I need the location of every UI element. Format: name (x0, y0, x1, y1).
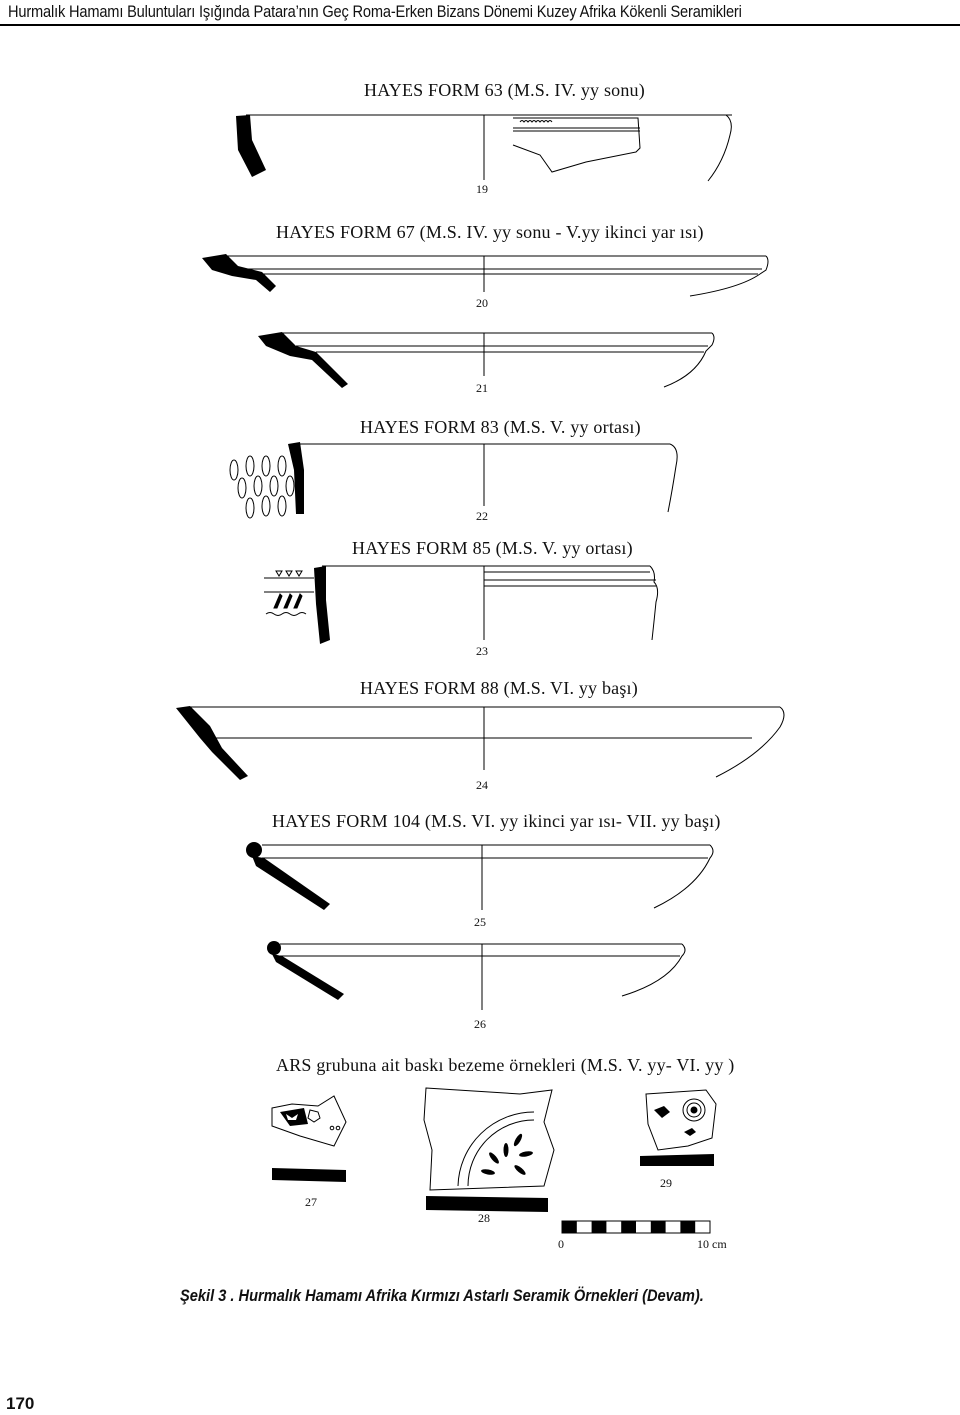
vessel-profile-21 (258, 332, 715, 388)
rouletted-decoration-22 (229, 455, 295, 519)
vessel-profile-20 (202, 254, 769, 297)
catalogue-number-25: 25 (474, 915, 486, 929)
scale-bar-end-label: 10 cm (697, 1237, 727, 1251)
header-rule (0, 24, 960, 26)
running-title: Hurmalık Hamamı Buluntuları Işığında Pat… (8, 2, 742, 21)
catalogue-number-27: 27 (305, 1195, 317, 1209)
stamps-title: ARS grubuna ait baskı bezeme örnekleri (… (276, 1055, 735, 1075)
vessel-profile-22 (288, 442, 678, 514)
vessel-profile-24 (176, 706, 785, 780)
form-67-title: HAYES FORM 67 (M.S. IV. yy sonu - V.yy i… (276, 222, 704, 242)
stamp-sherd-27 (271, 1095, 347, 1182)
form-85-title: HAYES FORM 85 (M.S. V. yy ortası) (352, 538, 633, 558)
catalogue-number-22: 22 (476, 509, 488, 523)
catalogue-number-24: 24 (476, 778, 488, 792)
vessel-profile-25 (246, 842, 714, 910)
stamp-sherd-29 (640, 1089, 717, 1166)
page-number: 170 (6, 1394, 35, 1413)
catalogue-number-26: 26 (474, 1017, 486, 1031)
catalogue-number-20: 20 (476, 296, 488, 310)
vessel-profile-19 (236, 114, 732, 182)
vessel-profile-23 (314, 565, 659, 644)
form-63-title: HAYES FORM 63 (M.S. IV. yy sonu) (364, 80, 645, 100)
figure-caption: Şekil 3 . Hurmalık Hamamı Afrika Kırmızı… (180, 1286, 704, 1305)
catalogue-number-21: 21 (476, 381, 488, 395)
catalogue-number-29: 29 (660, 1176, 672, 1190)
vessel-profile-26 (267, 941, 686, 1010)
form-83-title: HAYES FORM 83 (M.S. V. yy ortası) (360, 417, 641, 437)
catalogue-number-23: 23 (476, 644, 488, 658)
scale-bar (561, 1220, 711, 1234)
form-104-title: HAYES FORM 104 (M.S. VI. yy ikinci yar ı… (272, 811, 721, 831)
scale-bar-start-label: 0 (558, 1237, 564, 1251)
stamp-sherd-28 (423, 1087, 555, 1212)
form-88-title: HAYES FORM 88 (M.S. VI. yy başı) (360, 678, 638, 698)
stamped-decoration-23 (264, 570, 314, 616)
catalogue-number-19: 19 (476, 182, 488, 196)
catalogue-number-28: 28 (478, 1211, 490, 1225)
